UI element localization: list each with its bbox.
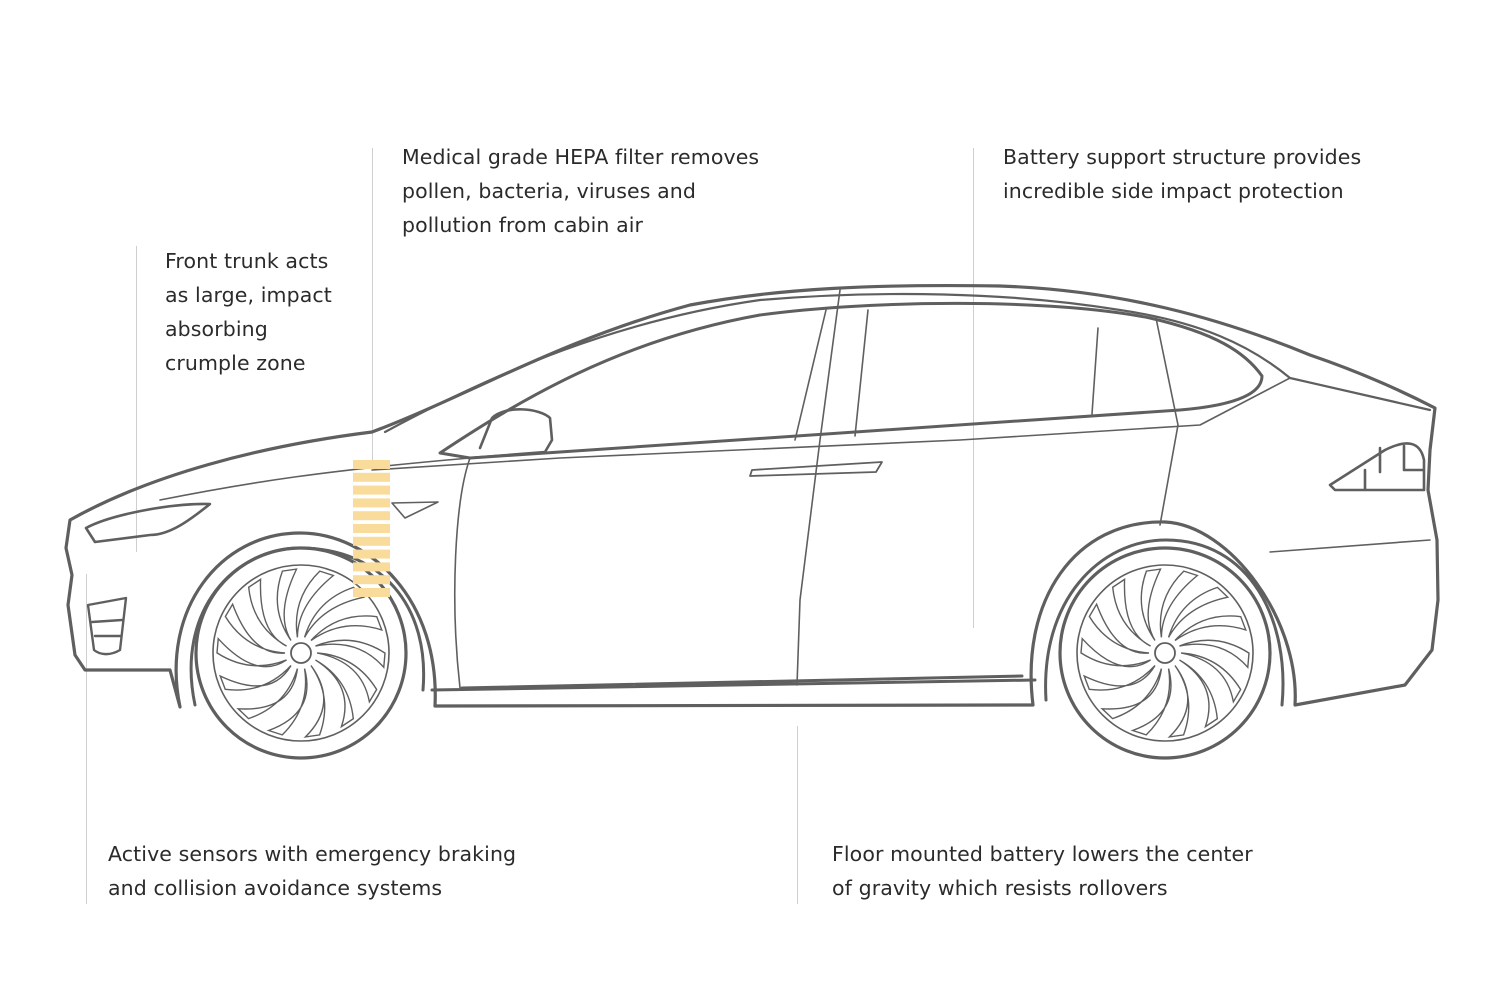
floor-battery-callout-line-1: Floor mounted battery lowers the center: [832, 842, 1253, 866]
rear-wheel-spoke: [1111, 578, 1151, 647]
front-wheel-spoke: [303, 665, 326, 738]
front-wheel-spoke: [316, 652, 378, 704]
floor-battery-leader-line: [797, 726, 798, 904]
battery-structure-callout-line-1: Battery support structure provides: [1003, 145, 1362, 169]
front-door-edge: [454, 457, 471, 689]
rear-body-line: [1269, 539, 1431, 553]
hepa-filter-stripe: [353, 472, 390, 482]
tail-light: [1328, 442, 1426, 492]
rear-wheel-arch: [1044, 538, 1285, 707]
rear-wheel-spoke: [1180, 652, 1242, 704]
hepa-filter-stripe: [353, 511, 390, 521]
rear-wheel-spoke: [1159, 570, 1199, 638]
front-wheel-spoke: [315, 639, 386, 670]
frunk-callout-line-2: as large, impact: [165, 283, 332, 307]
sensors-leader-line: [86, 574, 87, 904]
rear-wheel-tire: [1058, 546, 1272, 760]
hepa-filter-stripe: [353, 498, 390, 508]
hepa-filter-icon: [353, 460, 390, 597]
front-wheel-spoke: [276, 568, 298, 641]
window-glass: [438, 301, 1264, 460]
rear-wheel-spoke: [1167, 665, 1190, 738]
hepa-filter-stripe: [353, 460, 390, 469]
front-wheel-spoke: [315, 659, 355, 729]
front-wheel-spoke: [224, 602, 286, 654]
front-wheel-spoke: [218, 665, 292, 691]
floor-battery-callout: Floor mounted battery lowers the center …: [832, 837, 1253, 905]
hood-line: [159, 457, 471, 501]
rocker-panel: [430, 674, 1037, 692]
frunk-callout-line-1: Front trunk acts: [165, 249, 329, 273]
rear-wheel-spoke: [1140, 568, 1162, 641]
front-wheel-spoke: [216, 637, 287, 668]
rear-wheel-spoke: [1088, 602, 1150, 654]
rear-wheel-spoke: [1179, 639, 1250, 670]
hepa-filter-stripe: [353, 485, 390, 495]
rear-wheel-spoke: [1179, 659, 1219, 729]
rear-wheel-hub: [1154, 642, 1176, 664]
rear-wheel-spoke: [1174, 615, 1247, 642]
door-seam-front: [796, 289, 841, 686]
hepa-filter-stripe: [353, 562, 390, 572]
rear-wheel-spoke: [1080, 637, 1151, 668]
rear-wheel-spoke: [1167, 586, 1230, 638]
sensors-callout: Active sensors with emergency braking an…: [108, 837, 516, 905]
floor-battery-callout-line-2: of gravity which resists rollovers: [832, 876, 1168, 900]
frunk-leader-line: [136, 246, 137, 552]
front-wheel-spoke: [266, 668, 308, 736]
wheels-group: [194, 546, 1272, 760]
front-wheel-hub: [290, 642, 312, 664]
rear-wheel: [1058, 546, 1272, 760]
rear-wheel-spoke: [1082, 665, 1156, 691]
hepa-filter-stripe: [353, 588, 390, 597]
hepa-callout-line-1: Medical grade HEPA filter removes: [402, 145, 760, 169]
front-wheel-rim: [212, 564, 390, 742]
headlight: [84, 502, 212, 544]
hepa-filter-stripe: [353, 575, 390, 585]
door-handle: [749, 461, 883, 477]
rear-wheel-spoke: [1100, 668, 1163, 720]
hepa-leader-line: [372, 148, 373, 460]
hepa-callout-line-3: pollution from cabin air: [402, 213, 644, 237]
side-mirror: [468, 408, 554, 460]
roof-rail: [383, 292, 1432, 434]
rear-wheel-rim: [1076, 564, 1254, 742]
c-pillar: [1091, 327, 1099, 415]
front-wheel-tire: [194, 546, 408, 760]
frunk-callout: Front trunk acts as large, impact absorb…: [165, 244, 332, 380]
side-marker: [391, 501, 439, 519]
battery-structure-callout-line-2: incredible side impact protection: [1003, 179, 1344, 203]
b-pillar: [794, 309, 869, 441]
frunk-callout-line-3: absorbing: [165, 317, 268, 341]
sensors-callout-line-1: Active sensors with emergency braking: [108, 842, 517, 866]
hepa-filter-stripe: [353, 536, 390, 546]
sensors-callout-line-2: and collision avoidance systems: [108, 876, 443, 900]
door-seam-rear: [1155, 317, 1179, 526]
front-wheel: [194, 546, 408, 760]
front-wheel-spoke: [310, 615, 383, 642]
hepa-callout-line-2: pollen, bacteria, viruses and: [402, 179, 697, 203]
hepa-filter-stripe: [353, 524, 390, 533]
front-wheel-spoke: [236, 668, 299, 720]
car-icon: [64, 283, 1440, 709]
fog-light: [86, 596, 128, 656]
battery-structure-leader-line: [973, 148, 974, 628]
front-wheel-spoke: [295, 570, 335, 638]
rear-wheel-spoke: [1130, 668, 1172, 736]
frunk-callout-line-4: crumple zone: [165, 351, 306, 375]
battery-structure-callout: Battery support structure provides incre…: [1003, 140, 1361, 208]
front-wheel-spoke: [247, 578, 287, 647]
belt-line: [371, 377, 1291, 471]
hepa-callout: Medical grade HEPA filter removes pollen…: [402, 140, 759, 242]
hepa-filter-stripe: [353, 549, 390, 559]
